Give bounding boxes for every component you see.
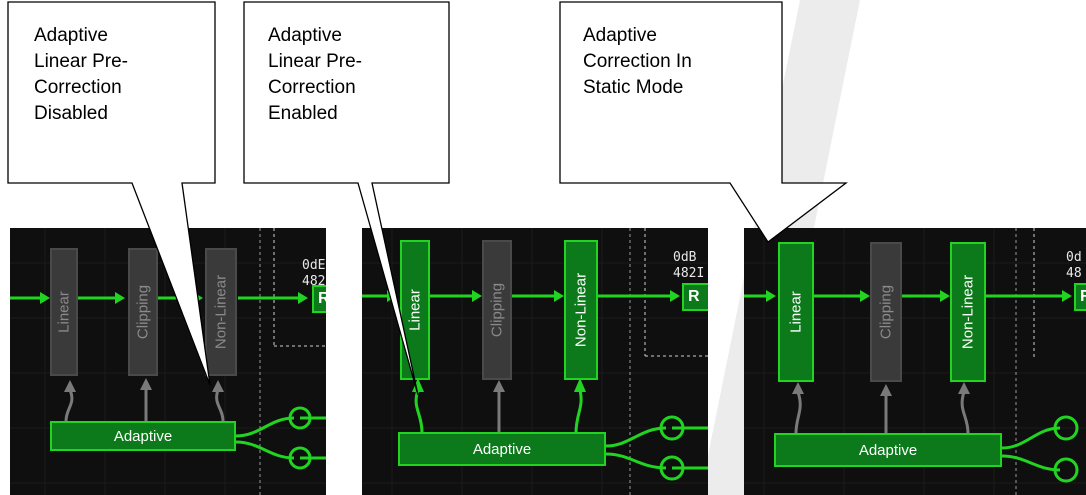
- output-box[interactable]: R: [312, 285, 326, 313]
- callout-static-text: Adaptive Correction In Static Mode: [583, 25, 692, 98]
- output-box[interactable]: R: [1074, 283, 1086, 311]
- clipping-block[interactable]: Clipping: [482, 240, 512, 380]
- callout-enabled-shape: [243, 1, 450, 396]
- level-readout: 0d 48: [1066, 250, 1082, 282]
- level-value: 48: [1066, 266, 1082, 281]
- level-db: 0d: [1066, 250, 1082, 265]
- linear-block[interactable]: Linear: [400, 240, 430, 380]
- clipping-block[interactable]: Clipping: [128, 248, 158, 376]
- panel-precorrection-enabled: Linear Clipping Non-Linear Adaptive 0dB …: [362, 228, 708, 495]
- level-value: 482I: [673, 266, 705, 281]
- callout-disabled-text: Adaptive Linear Pre- Correction Disabled: [34, 25, 128, 124]
- clipping-block[interactable]: Clipping: [870, 242, 902, 382]
- adaptive-button[interactable]: Adaptive: [50, 421, 236, 451]
- level-db: 0dB: [673, 250, 697, 265]
- level-readout: 0dB 482I: [673, 250, 704, 282]
- callout-disabled-shape: [7, 1, 216, 386]
- adaptive-button[interactable]: Adaptive: [774, 433, 1002, 467]
- level-db: 0dE: [302, 258, 326, 273]
- nonlinear-block[interactable]: Non-Linear: [205, 248, 237, 376]
- callout-enabled-text: Adaptive Linear Pre- Correction Enabled: [268, 25, 362, 124]
- adaptive-button[interactable]: Adaptive: [398, 432, 606, 466]
- linear-block[interactable]: Linear: [778, 242, 814, 382]
- linear-block[interactable]: Linear: [50, 248, 78, 376]
- nonlinear-block[interactable]: Non-Linear: [950, 242, 986, 382]
- nonlinear-block[interactable]: Non-Linear: [564, 240, 598, 380]
- callout-static-shape: [559, 1, 848, 243]
- output-box[interactable]: R: [682, 283, 708, 311]
- panel-static-mode: Linear Clipping Non-Linear Adaptive 0d 4…: [744, 228, 1086, 495]
